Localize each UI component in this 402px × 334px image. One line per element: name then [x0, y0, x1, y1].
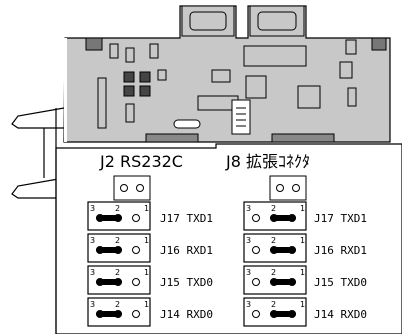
left-row-label: J15 TXD0 — [160, 276, 213, 289]
right-jumper-shunt — [270, 247, 296, 253]
right-pin-number-2: 2 — [271, 204, 276, 213]
right-pin-number-1: 1 — [300, 300, 305, 309]
right-row-label: J17 TXD1 — [314, 212, 367, 225]
left-pin-number-1: 1 — [144, 268, 149, 277]
right-jumper-shunt — [270, 279, 296, 285]
left-pin-number-2: 2 — [115, 236, 120, 245]
left-pin-1 — [132, 214, 140, 222]
right-pin-number-3: 3 — [246, 204, 251, 213]
right-pin-number-1: 1 — [300, 268, 305, 277]
right-pin-number-1: 1 — [300, 236, 305, 245]
cable-arrows — [11, 107, 65, 199]
right-pin-3 — [252, 246, 260, 254]
right-pin-number-3: 3 — [246, 268, 251, 277]
right-pin-number-2: 2 — [271, 300, 276, 309]
right-pin-number-2: 2 — [271, 236, 276, 245]
board-components — [85, 37, 387, 143]
right-row-label: J15 TXD0 — [314, 276, 367, 289]
left-pin-number-3: 3 — [90, 268, 95, 277]
right-pin-3 — [252, 214, 260, 222]
left-pin-number-2: 2 — [115, 204, 120, 213]
left-jumper-shunt — [96, 311, 122, 317]
left-pin-number-3: 3 — [90, 204, 95, 213]
header-left: J2 RS232C — [99, 152, 183, 171]
right-pin-number-3: 3 — [246, 236, 251, 245]
left-row-label: J17 TXD1 — [160, 212, 213, 225]
left-pin-number-1: 1 — [144, 204, 149, 213]
left-pin-number-2: 2 — [115, 300, 120, 309]
left-pin-number-1: 1 — [144, 300, 149, 309]
db9-connector-right — [249, 5, 305, 37]
left-pin-number-1: 1 — [144, 236, 149, 245]
left-two-pin-header — [113, 175, 151, 201]
left-pin-1 — [132, 278, 140, 286]
left-pin-1 — [132, 246, 140, 254]
right-row-label: J14 RXD0 — [314, 308, 367, 321]
left-jumper-shunt — [96, 215, 122, 221]
right-header-pin — [276, 184, 284, 192]
db9-connector-left — [181, 5, 235, 37]
right-pin-3 — [252, 278, 260, 286]
left-pin-1 — [132, 310, 140, 318]
right-two-pin-header — [269, 175, 307, 201]
right-pin-3 — [252, 310, 260, 318]
j8-connector — [231, 99, 251, 135]
left-jumper-shunt — [96, 247, 122, 253]
left-pin-number-3: 3 — [90, 300, 95, 309]
right-jumper-shunt — [270, 215, 296, 221]
right-jumper-shunt — [270, 311, 296, 317]
right-pin-number-2: 2 — [271, 268, 276, 277]
right-pin-number-1: 1 — [300, 204, 305, 213]
left-jumper-shunt — [96, 279, 122, 285]
right-pin-number-3: 3 — [246, 300, 251, 309]
left-row-label: J16 RXD1 — [160, 244, 213, 257]
left-row-label: J14 RXD0 — [160, 308, 213, 321]
left-pin-number-2: 2 — [115, 268, 120, 277]
right-header-pin — [292, 184, 300, 192]
header-right: J8 拡張ｺﾈｸﾀ — [225, 152, 310, 171]
left-header-pin — [136, 184, 144, 192]
left-pin-number-3: 3 — [90, 236, 95, 245]
right-row-label: J16 RXD1 — [314, 244, 367, 257]
left-header-pin — [120, 184, 128, 192]
left-jumper-block — [87, 297, 151, 327]
